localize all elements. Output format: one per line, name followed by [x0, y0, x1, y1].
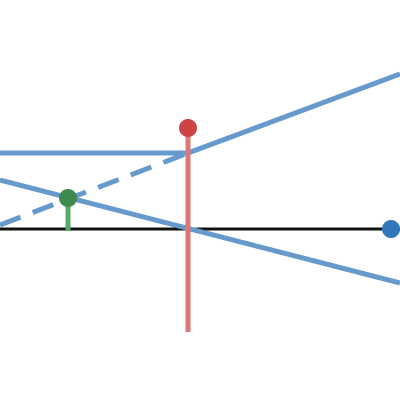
object-tip — [179, 119, 197, 137]
image-tip — [59, 189, 77, 207]
rising-ray — [187, 71, 400, 156]
focal-point — [382, 220, 400, 238]
